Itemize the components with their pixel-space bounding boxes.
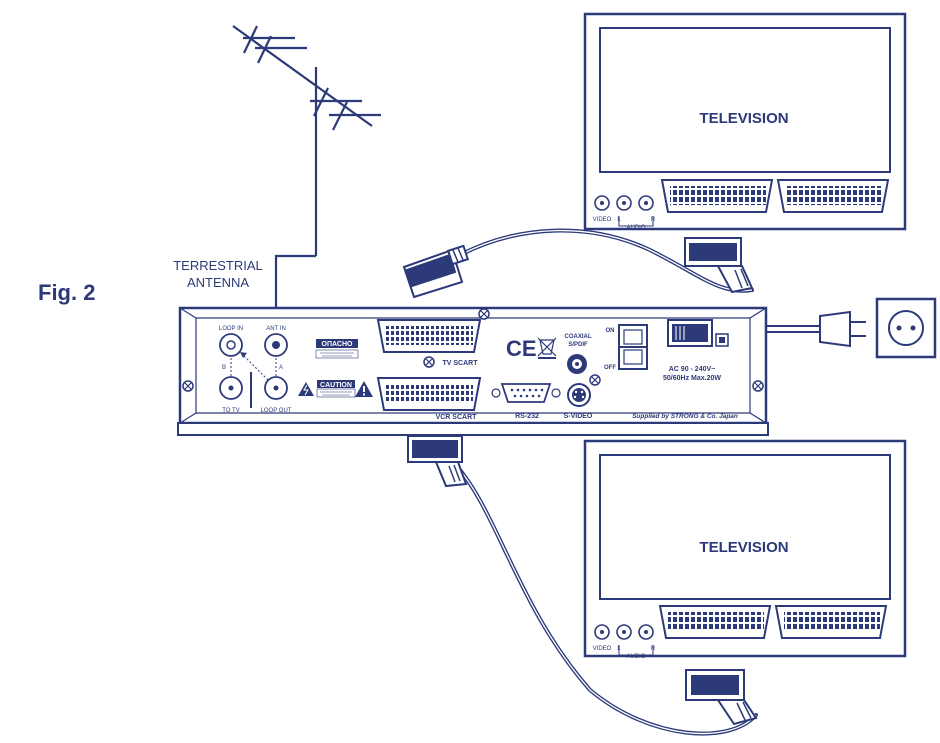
loop-out-label: LOOP OUT — [261, 408, 292, 414]
s-video-label: S-VIDEO — [564, 413, 593, 420]
danger-detail-box — [315, 349, 359, 359]
scart-cable-bottom-inner — [459, 469, 757, 735]
wall-socket-icon — [875, 297, 937, 359]
loop-in-label: LOOP IN — [219, 326, 243, 332]
scart-plug-icon — [684, 237, 754, 294]
caution-label: CAUTION — [320, 382, 352, 389]
power-rating-line2: 50/60Hz Max.20W — [663, 375, 721, 382]
power-inlet-icon — [667, 319, 729, 347]
vcr-scart-label: VCR SCART — [436, 414, 478, 421]
figure-label: Fig. 2 — [38, 280, 95, 305]
switch-on-label: ON — [606, 328, 615, 334]
scart-plug-icon — [402, 244, 470, 299]
tv-scart-label: TV SCART — [443, 360, 479, 367]
tv-bottom-scart-left — [658, 605, 772, 639]
spdif-jack-icon — [567, 354, 587, 374]
scart-cable-top-inner — [461, 229, 753, 292]
television-top-label: TELEVISION — [699, 110, 788, 127]
power-plug-icon — [819, 310, 866, 348]
audio-left-label: L — [617, 217, 621, 223]
scart-plug-icon — [685, 669, 758, 726]
rs232-port-icon — [491, 383, 561, 403]
ant-in-connector-icon — [264, 333, 288, 357]
loop-out-connector-icon — [264, 376, 288, 400]
antenna-label: TERRESTRIAL — [173, 258, 263, 273]
receiver: LOOP IN ANT IN B A TO TV LOOP OUT ОПАСНО… — [177, 306, 769, 436]
audio-right-label: R — [651, 217, 656, 223]
television-bottom: TELEVISION VIDEO L R AUDIO — [583, 439, 907, 660]
tv-bottom-scart-right — [774, 605, 888, 639]
audio-label: AUDIO — [626, 225, 645, 231]
ce-mark: CE — [506, 336, 537, 361]
television-top: TELEVISION VIDEO L R AUDIO — [583, 12, 907, 231]
danger-label: ОПАСНО — [322, 341, 353, 348]
audio-label: AUDIO — [626, 654, 645, 660]
weee-bin-icon — [537, 337, 557, 359]
rs232-label: RS-232 — [515, 413, 539, 420]
scart-plug-icon — [407, 435, 468, 488]
spdif-label: S/PDIF — [568, 342, 588, 348]
video-jack-label: VIDEO — [593, 646, 612, 652]
danger-label-box — [316, 339, 358, 348]
lightning-warning-icon — [298, 382, 314, 396]
s-video-port-icon — [567, 383, 591, 407]
video-jack-label: VIDEO — [593, 217, 612, 223]
audio-left-label: L — [617, 646, 621, 652]
caution-label-box — [317, 380, 355, 388]
vcr-scart-port — [376, 377, 482, 411]
antenna — [232, 25, 381, 345]
loop-in-connector-icon — [219, 333, 243, 357]
power-rating-line1: AC 90 - 240V~ — [669, 366, 716, 373]
antenna-label: ANTENNA — [187, 275, 249, 290]
ant-in-label: ANT IN — [266, 326, 286, 332]
switch-off-label: OFF — [604, 365, 616, 371]
caution-detail-box — [316, 388, 356, 398]
port-b-label: B — [222, 365, 226, 371]
television-bottom-label: TELEVISION — [699, 539, 788, 556]
tv-top-scart-left — [660, 179, 774, 213]
supplier-label: Supplied by STRONG & Co. Japan — [632, 413, 738, 420]
coaxial-label: COAXIAL — [565, 334, 592, 340]
tv-top-scart-right — [776, 179, 890, 213]
to-tv-connector-icon — [219, 376, 243, 400]
to-tv-label: TO TV — [222, 408, 239, 414]
port-a-label: A — [279, 365, 283, 371]
power-switch[interactable] — [618, 324, 648, 370]
audio-right-label: R — [651, 646, 656, 652]
tv-scart-port — [376, 319, 482, 353]
